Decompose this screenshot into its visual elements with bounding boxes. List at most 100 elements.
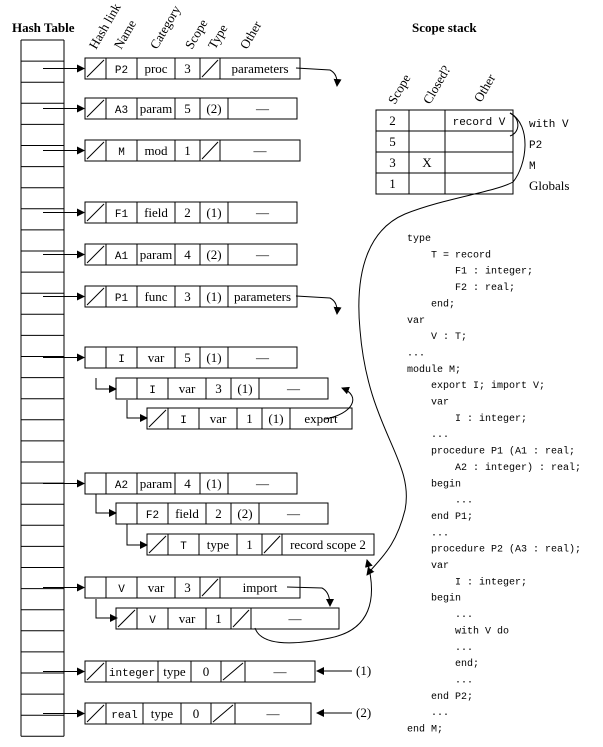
scope-stack-cell xyxy=(444,172,514,195)
record-other: parameters xyxy=(231,61,288,76)
scope-stack-cell xyxy=(408,109,446,132)
nil-link-slash xyxy=(86,59,105,78)
record-category: param xyxy=(140,476,172,491)
nil-type-slash xyxy=(232,609,250,628)
export-pointer xyxy=(324,386,354,420)
nil-link-slash xyxy=(86,704,105,723)
record-type: (2) xyxy=(206,247,221,262)
nil-link-slash xyxy=(148,409,167,428)
scope-stack-note: Globals xyxy=(529,178,569,193)
record-scope: 1 xyxy=(215,611,222,626)
code-line: end M; xyxy=(407,724,443,736)
record-scope: 3 xyxy=(184,289,191,304)
hash-link-arrows xyxy=(43,64,85,718)
parameters-pointer-P1 xyxy=(295,295,342,315)
record-scope: 3 xyxy=(184,61,191,76)
record-category: var xyxy=(148,350,165,365)
record-box xyxy=(84,346,298,369)
record-scope: 3 xyxy=(215,381,222,396)
record-column-headers: Hash link Name Category Scope Type Other xyxy=(86,0,265,51)
code-line: I : integer; xyxy=(407,576,527,588)
scope-stack-headers: Scope Closed? Other xyxy=(385,63,499,107)
import-pointer xyxy=(286,586,334,607)
record-box xyxy=(84,243,298,266)
nil-link-slash xyxy=(86,99,105,118)
code-line: ... xyxy=(407,643,473,654)
code-line: type xyxy=(407,234,431,245)
code-line: F1 : integer; xyxy=(407,266,533,278)
record-type: (2) xyxy=(237,506,252,521)
code-line: var xyxy=(407,316,425,327)
record-name: V xyxy=(149,615,156,627)
parameters-pointer-P2 xyxy=(295,67,342,87)
scope-stack-cell xyxy=(444,151,514,174)
code-line: end; xyxy=(407,298,455,310)
record-box xyxy=(84,472,298,495)
record-scope: 1 xyxy=(246,411,253,426)
nil-link-slash xyxy=(117,609,136,628)
scope-stack-title: Scope stack xyxy=(412,20,477,35)
hash-table-title: Hash Table xyxy=(12,20,75,35)
record-name: T xyxy=(180,541,187,553)
record-box xyxy=(84,201,298,224)
record-name: I xyxy=(180,415,187,427)
nil-type-slash xyxy=(201,141,219,160)
nil-type-slash xyxy=(201,59,219,78)
scope-stack-note: P2 xyxy=(529,140,542,152)
code-line: ... xyxy=(407,708,449,719)
record-other: — xyxy=(288,611,303,626)
code-line: ... xyxy=(407,610,473,621)
code-line: procedure P1 (A1 : real; xyxy=(407,446,575,458)
scope-stack-header-other: Other xyxy=(471,71,499,105)
nil-link-slash xyxy=(86,287,105,306)
type-references: (1) (2) xyxy=(316,663,371,720)
record-other: — xyxy=(273,664,288,679)
record-scope: 1 xyxy=(246,537,253,552)
header-other: Other xyxy=(237,18,265,52)
scope-stack-scope: 2 xyxy=(389,113,396,128)
nil-link-slash xyxy=(86,662,105,681)
code-line: ... xyxy=(407,348,425,359)
nil-type-slash xyxy=(263,535,281,554)
record-name: F2 xyxy=(146,510,159,522)
record-name: integer xyxy=(109,668,155,680)
record-category: type xyxy=(207,537,230,552)
record-type: (1) xyxy=(206,476,221,491)
code-line: begin xyxy=(407,593,461,605)
code-line: A2 : integer) : real; xyxy=(407,462,581,474)
record-category: var xyxy=(210,411,227,426)
record-other: — xyxy=(255,247,270,262)
record-category: proc xyxy=(144,61,167,76)
with-scope-pointer xyxy=(358,112,526,576)
record-scope: 0 xyxy=(193,706,200,721)
record-scope: 2 xyxy=(215,506,222,521)
record-category: type xyxy=(151,706,174,721)
code-line: F2 : real; xyxy=(407,282,515,294)
nil-link-slash xyxy=(86,203,105,222)
code-line: procedure P2 (A3 : real); xyxy=(407,544,581,556)
code-line: T = record xyxy=(407,249,491,261)
record-other: — xyxy=(253,143,268,158)
scope-stack-scope: 5 xyxy=(389,134,396,149)
record-category: mod xyxy=(144,143,168,158)
record-name: I xyxy=(118,354,125,366)
record-type: (2) xyxy=(206,101,221,116)
chain-link-F2-to-T xyxy=(126,524,148,549)
record-category: field xyxy=(144,205,168,220)
record-other: — xyxy=(286,506,301,521)
scope-stack-header-scope: Scope xyxy=(385,71,414,106)
record-name: real xyxy=(111,710,137,722)
record-other: export xyxy=(304,411,338,426)
